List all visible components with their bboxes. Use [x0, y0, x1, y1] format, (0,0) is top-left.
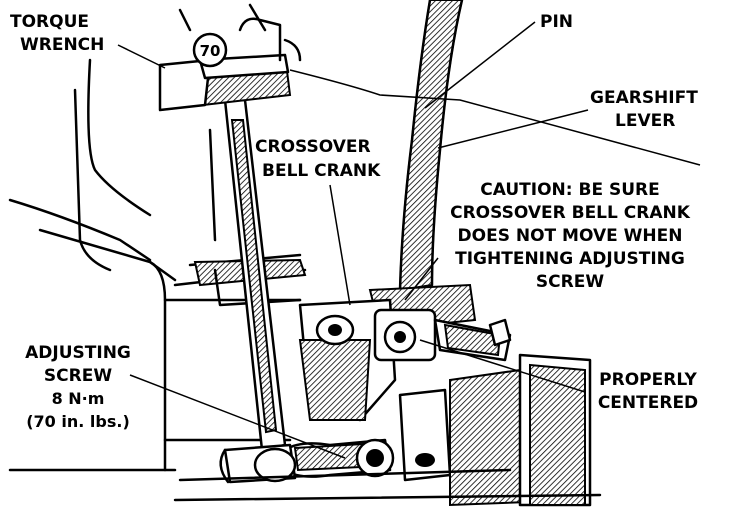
- torque-dial-value: 70: [200, 42, 221, 60]
- svg-text:8 N·m: 8 N·m: [52, 389, 105, 408]
- svg-text:ADJUSTING: ADJUSTING: [25, 343, 131, 363]
- torque-wrench: 70: [158, 17, 302, 452]
- label-pin: PIN: [540, 12, 573, 32]
- svg-text:(70 in. lbs.): (70 in. lbs.): [26, 412, 130, 431]
- label-crossover-bell-crank: CROSSOVER BELL CRANK: [255, 137, 381, 181]
- svg-text:GEARSHIFT: GEARSHIFT: [590, 88, 698, 108]
- label-adjusting-screw: ADJUSTING SCREW 8 N·m (70 in. lbs.): [25, 343, 131, 431]
- vehicle-body-structure: [8, 3, 307, 472]
- label-torque-wrench: TORQUE WRENCH: [10, 12, 104, 55]
- svg-text:LEVER: LEVER: [615, 111, 675, 131]
- svg-text:BELL CRANK: BELL CRANK: [262, 161, 381, 181]
- svg-text:TIGHTENING ADJUSTING: TIGHTENING ADJUSTING: [455, 249, 685, 269]
- svg-text:PROPERLY: PROPERLY: [599, 370, 697, 390]
- svg-text:SCREW: SCREW: [536, 272, 604, 292]
- svg-text:CROSSOVER BELL CRANK: CROSSOVER BELL CRANK: [450, 203, 691, 223]
- svg-text:CENTERED: CENTERED: [598, 393, 698, 413]
- svg-text:DOES NOT MOVE WHEN: DOES NOT MOVE WHEN: [458, 226, 683, 246]
- crossover-bell-crank-assembly: [173, 283, 602, 507]
- svg-text:SCREW: SCREW: [44, 366, 112, 386]
- leader-lines: [117, 21, 701, 459]
- caution-note: CAUTION: BE SURE CROSSOVER BELL CRANK DO…: [450, 180, 691, 292]
- gearshift-lever-tube: [398, 0, 464, 292]
- svg-text:CROSSOVER: CROSSOVER: [255, 137, 371, 157]
- svg-text:WRENCH: WRENCH: [20, 35, 104, 55]
- svg-text:TORQUE: TORQUE: [10, 12, 89, 32]
- label-gearshift-lever: GEARSHIFT LEVER: [590, 88, 698, 131]
- label-properly-centered: PROPERLY CENTERED: [598, 370, 698, 413]
- svg-text:CAUTION: BE SURE: CAUTION: BE SURE: [480, 180, 659, 200]
